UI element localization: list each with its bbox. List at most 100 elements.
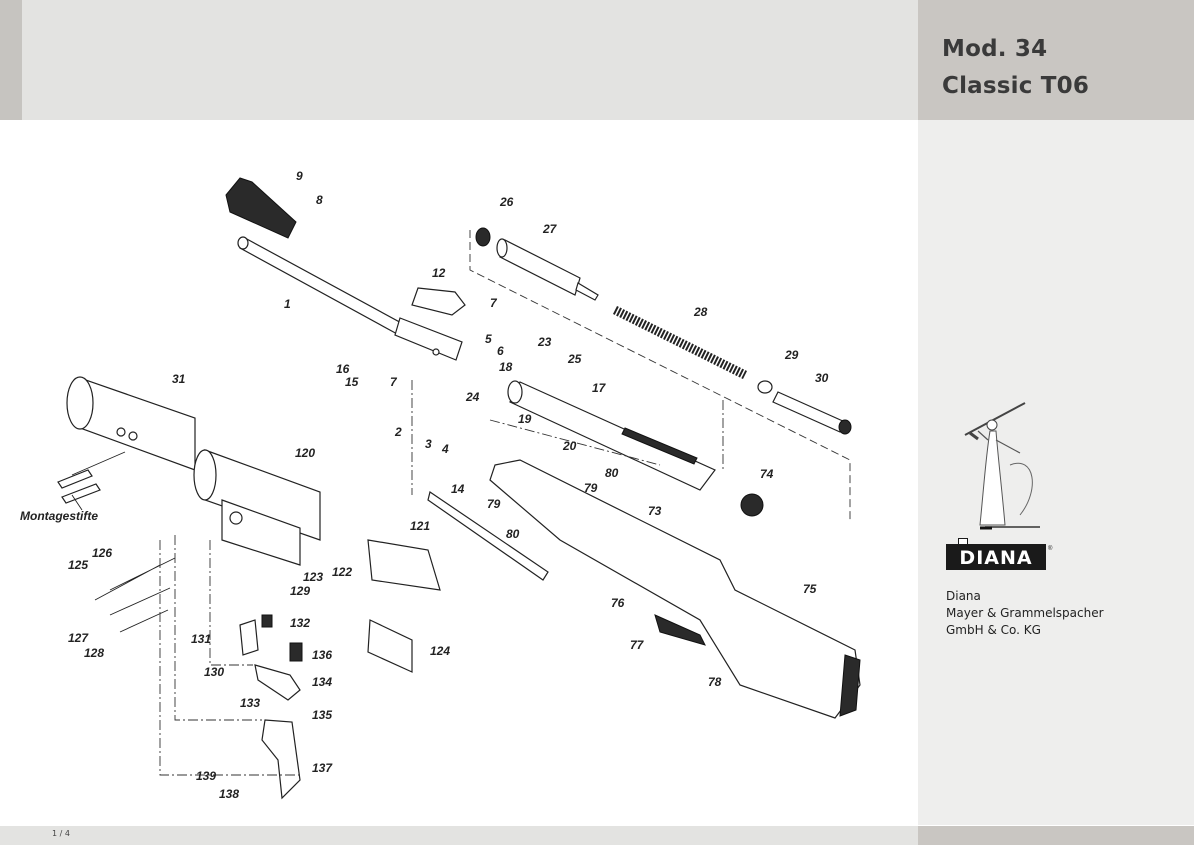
part-label: 136 xyxy=(312,648,332,662)
part-label: 122 xyxy=(332,565,352,579)
part-label: 7 xyxy=(490,296,498,310)
part-label: 125 xyxy=(68,558,88,572)
diana-figure-icon xyxy=(964,402,1040,530)
part-label: 133 xyxy=(240,696,260,710)
part-label: 137 xyxy=(312,761,333,775)
model-title: Mod. 34 xyxy=(942,36,1048,62)
part-label: 127 xyxy=(68,631,89,645)
cocking-lever-part xyxy=(427,491,549,581)
part-label: 73 xyxy=(648,504,662,518)
part-label: 132 xyxy=(290,616,310,630)
part-label: 18 xyxy=(499,360,513,374)
part-label: 139 xyxy=(196,769,216,783)
part-label: 26 xyxy=(499,195,514,209)
part-label: 1 xyxy=(284,297,291,311)
page-number: 1 / 4 xyxy=(52,829,70,838)
part-label: 80 xyxy=(605,466,619,480)
part-label: 3 xyxy=(425,437,432,451)
trigger-housing-part xyxy=(193,449,321,566)
header-accent-bar xyxy=(0,0,22,120)
part-label: 8 xyxy=(316,193,323,207)
sear-part xyxy=(254,664,301,701)
assembly-line xyxy=(469,230,851,520)
part-label: 129 xyxy=(290,584,310,598)
part-label: 17 xyxy=(592,381,607,395)
footer-right-band xyxy=(918,826,1194,845)
part-label: 79 xyxy=(487,497,501,511)
part-label: 27 xyxy=(542,222,558,236)
part-label: 24 xyxy=(465,390,480,404)
part-label: 2 xyxy=(394,425,402,439)
part-label: 16 xyxy=(336,362,350,376)
barrel-part xyxy=(237,236,463,361)
spring-132-part xyxy=(261,614,273,628)
part-label: 25 xyxy=(567,352,582,366)
mainspring-part xyxy=(612,305,748,380)
pin-head-part xyxy=(229,511,243,525)
leader-line xyxy=(71,451,126,511)
assembly-line xyxy=(159,535,300,776)
trigger-block-part xyxy=(367,539,441,591)
part-label: 135 xyxy=(312,708,332,722)
part-label: 131 xyxy=(191,632,211,646)
end-cap-part xyxy=(740,493,764,517)
part-label: 15 xyxy=(345,375,359,389)
part-label: 5 xyxy=(485,332,492,346)
part-label: 78 xyxy=(708,675,722,689)
part-label: 126 xyxy=(92,546,112,560)
part-label: 75 xyxy=(803,582,817,596)
housing-tube-part xyxy=(66,376,196,471)
compression-tube-part xyxy=(507,380,716,491)
rear-sight-part xyxy=(411,287,466,316)
part-label: 130 xyxy=(204,665,224,679)
assembly-line xyxy=(489,400,724,470)
company-address: Diana Mayer & Grammelspacher GmbH & Co. … xyxy=(946,588,1104,639)
stock-part xyxy=(489,459,861,719)
piston-seal-part xyxy=(475,227,491,247)
part-label: 77 xyxy=(630,638,645,652)
part-label: 19 xyxy=(518,412,532,426)
part-label: 29 xyxy=(784,348,799,362)
brand-panel xyxy=(918,120,1194,825)
trigger-part xyxy=(261,719,301,800)
lever-130-part xyxy=(239,619,259,656)
trigger-plate-part xyxy=(367,619,413,673)
part-label: 14 xyxy=(451,482,465,496)
diana-logo: DIANA xyxy=(946,544,1046,570)
company-line: Mayer & Grammelspacher xyxy=(946,606,1104,620)
part-label: 138 xyxy=(219,787,239,801)
part-label: 123 xyxy=(303,570,323,584)
part-label: 79 xyxy=(584,481,598,495)
mounting-pins-annotation: Montagestifte xyxy=(20,509,98,523)
part-label: 23 xyxy=(537,335,552,349)
part-label: 128 xyxy=(84,646,104,660)
part-label: 120 xyxy=(295,446,315,460)
front-sight-part xyxy=(225,177,297,239)
part-label: 30 xyxy=(815,371,829,385)
piston-part xyxy=(496,238,599,301)
spring-136-part xyxy=(289,642,303,662)
part-label: 31 xyxy=(172,372,186,386)
company-line: Diana xyxy=(946,589,981,603)
logo-text: DIANA xyxy=(959,547,1033,569)
part-label: 12 xyxy=(432,266,446,280)
model-subtitle: Classic T06 xyxy=(942,73,1090,99)
trigger-guard-part xyxy=(654,614,706,646)
exploded-parts-diagram: 1 2 3 4 5 6 7 7 8 9 12 14 15 16 17 18 19… xyxy=(20,169,861,801)
part-label: 20 xyxy=(562,439,577,453)
part-label: 124 xyxy=(430,644,450,658)
title-panel xyxy=(918,0,1194,120)
part-label: 74 xyxy=(760,467,774,481)
part-label: 121 xyxy=(410,519,430,533)
part-label: 28 xyxy=(693,305,708,319)
spring-guide-part xyxy=(772,391,852,435)
part-label: 4 xyxy=(441,442,449,456)
part-label: 80 xyxy=(506,527,520,541)
part-label: 134 xyxy=(312,675,332,689)
company-line: GmbH & Co. KG xyxy=(946,623,1041,637)
footer-band xyxy=(0,826,918,845)
header-band xyxy=(0,0,918,120)
part-label: 9 xyxy=(296,169,303,183)
washer-part xyxy=(757,380,773,394)
registered-mark: ® xyxy=(1048,546,1053,552)
